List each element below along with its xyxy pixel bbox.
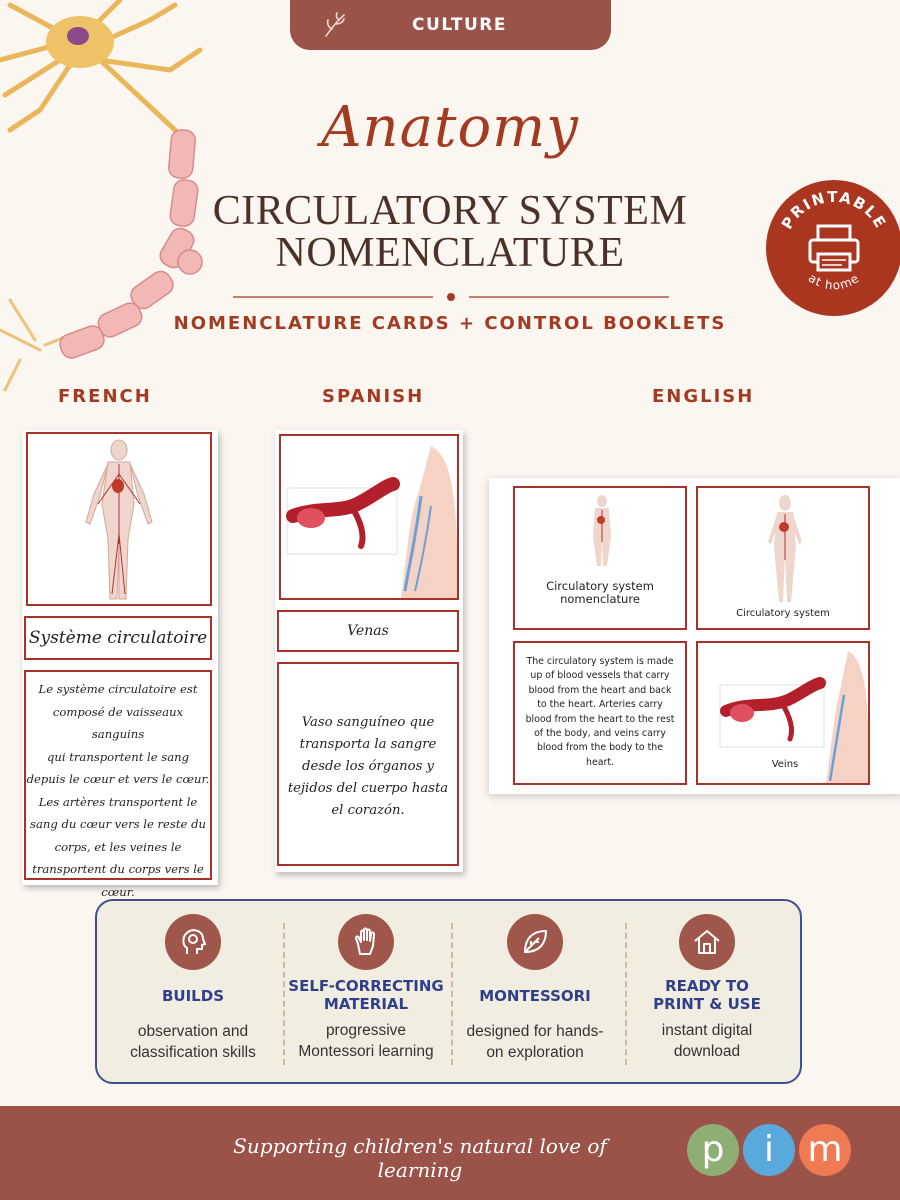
definition-line: corps, et les veines le bbox=[54, 839, 182, 854]
spanish-definition-card: Vaso sanguíneo que transporta la sangre … bbox=[277, 662, 459, 866]
definition-line: el corazón. bbox=[331, 803, 405, 818]
subtitle: NOMENCLATURE CARDS + CONTROL BOOKLETS bbox=[173, 313, 727, 334]
english-veins-label: Veins bbox=[771, 759, 799, 770]
english-picture-label-card: Circulatory system bbox=[696, 486, 870, 630]
feature-title: BUILDS bbox=[161, 987, 224, 1005]
english-title-line-2: nomenclature bbox=[560, 592, 640, 606]
definition-line: to the heart. Arteries carry bbox=[537, 699, 663, 711]
french-label-card: Système circulatoire bbox=[24, 616, 212, 660]
definition-line: blood from the heart and back bbox=[528, 684, 672, 696]
brain-head-icon bbox=[165, 914, 221, 970]
spanish-picture-card bbox=[279, 434, 459, 600]
sprig-icon bbox=[325, 12, 345, 37]
definition-line: blood from the body to the bbox=[536, 742, 664, 754]
label-spanish: SPANISH bbox=[322, 386, 425, 407]
english-card-set: Circulatory system nomenclature Circulat… bbox=[489, 478, 900, 794]
definition-line: cœur. bbox=[101, 884, 135, 899]
page-title: CIRCULATORY SYSTEM NOMENCLATURE bbox=[0, 190, 900, 274]
human-body-illustration bbox=[768, 495, 802, 602]
title-divider bbox=[233, 293, 669, 301]
definition-line: desde los órganos y bbox=[302, 759, 434, 774]
svg-text:at home: at home bbox=[806, 271, 862, 293]
feature-desc: Montessori learning bbox=[298, 1043, 434, 1060]
definition-line: transportent du corps vers le bbox=[32, 862, 204, 876]
definition-line: up of blood vessels that carry bbox=[530, 670, 670, 682]
feature-title: PRINT & USE bbox=[653, 995, 761, 1013]
english-body-label: Circulatory system bbox=[736, 608, 830, 619]
definition-line: qui transportent le sang bbox=[46, 749, 190, 764]
feature-title: SELF-CORRECTING bbox=[288, 977, 444, 995]
printer-icon bbox=[808, 224, 860, 272]
feature-ready-to-print: READY TO PRINT & USE instant digital dow… bbox=[621, 901, 793, 1086]
definition-line: Le système circulatoire est bbox=[38, 682, 198, 696]
spanish-label-card: Venas bbox=[277, 610, 459, 652]
english-veins-card: Veins bbox=[696, 641, 870, 785]
french-picture-card bbox=[26, 432, 212, 606]
title-line-1: CIRCULATORY SYSTEM bbox=[212, 188, 688, 234]
definition-line: Les artères transportent le bbox=[38, 794, 198, 809]
printable-badge: PRINTABLE at home bbox=[766, 180, 900, 316]
human-body-illustration bbox=[85, 439, 153, 600]
french-card-set: Système circulatoire Le système circulat… bbox=[22, 430, 218, 899]
neuron-illustration bbox=[0, 0, 203, 392]
vein-illustration bbox=[719, 651, 869, 783]
features-panel: BUILDS observation and classification sk… bbox=[95, 899, 802, 1084]
definition-line: Vaso sanguíneo que bbox=[301, 715, 435, 730]
definition-line: sang du cœur vers le reste du bbox=[30, 817, 206, 831]
category-tab: CULTURE bbox=[290, 0, 611, 50]
tagline: Supporting children's natural love of le… bbox=[233, 1134, 607, 1182]
badge-bottom-text: at home bbox=[806, 271, 861, 293]
definition-line: depuis le cœur et vers le cœur. bbox=[26, 772, 210, 786]
feature-separator bbox=[283, 923, 285, 1065]
feature-title: MONTESSORI bbox=[479, 987, 591, 1005]
logo-letter-m: m bbox=[799, 1124, 851, 1176]
feature-builds: BUILDS observation and classification sk… bbox=[107, 901, 279, 1086]
definition-line: tejidos del cuerpo hasta bbox=[287, 781, 449, 796]
definition-line: of the body, and veins carry bbox=[534, 728, 666, 740]
english-definition-card: The circulatory system is made up of blo… bbox=[513, 641, 687, 785]
feature-title: READY TO bbox=[665, 977, 749, 995]
leaf-icon bbox=[507, 914, 563, 970]
spanish-card-set: Venas Vaso sanguíneo que transporta la s… bbox=[275, 430, 463, 872]
feature-desc: designed for hands- bbox=[466, 1023, 604, 1040]
feature-desc: instant digital bbox=[661, 1022, 753, 1039]
feature-montessori: MONTESSORI designed for hands- on explor… bbox=[449, 901, 621, 1086]
feature-desc: progressive bbox=[325, 1022, 407, 1039]
feature-desc: on exploration bbox=[486, 1044, 584, 1061]
human-body-illustration bbox=[593, 495, 611, 566]
footer: Supporting children's natural love of le… bbox=[0, 1106, 900, 1200]
definition-line: transporta la sangre bbox=[299, 737, 437, 752]
feature-desc: classification skills bbox=[130, 1044, 256, 1061]
feature-separator bbox=[451, 923, 453, 1065]
vein-illustration bbox=[286, 446, 458, 598]
hand-icon bbox=[338, 914, 394, 970]
definition-line: The circulatory system is made bbox=[526, 656, 674, 667]
french-definition-card: Le système circulatoire est composé de v… bbox=[24, 670, 212, 899]
logo-letter-p: p bbox=[687, 1124, 739, 1176]
feature-self-correcting: SELF-CORRECTING MATERIAL progressive Mon… bbox=[280, 901, 452, 1086]
category-label: CULTURE bbox=[412, 15, 507, 35]
definition-line: composé de vaisseaux sanguins bbox=[52, 704, 184, 742]
label-french: FRENCH bbox=[58, 386, 152, 407]
script-title: Anatomy bbox=[321, 95, 579, 160]
feature-separator bbox=[625, 923, 627, 1065]
english-title-card: Circulatory system nomenclature bbox=[513, 486, 687, 630]
house-icon bbox=[679, 914, 735, 970]
feature-desc: observation and bbox=[137, 1023, 249, 1040]
feature-title: MATERIAL bbox=[323, 995, 409, 1013]
label-english: ENGLISH bbox=[652, 386, 755, 407]
logo-letter-i: i bbox=[743, 1124, 795, 1176]
feature-desc: download bbox=[673, 1043, 741, 1060]
definition-line: blood from the heart to the rest bbox=[525, 713, 675, 725]
english-title-line-1: Circulatory system bbox=[546, 579, 654, 593]
definition-line: heart. bbox=[586, 756, 614, 768]
title-line-2: NOMENCLATURE bbox=[275, 230, 625, 276]
